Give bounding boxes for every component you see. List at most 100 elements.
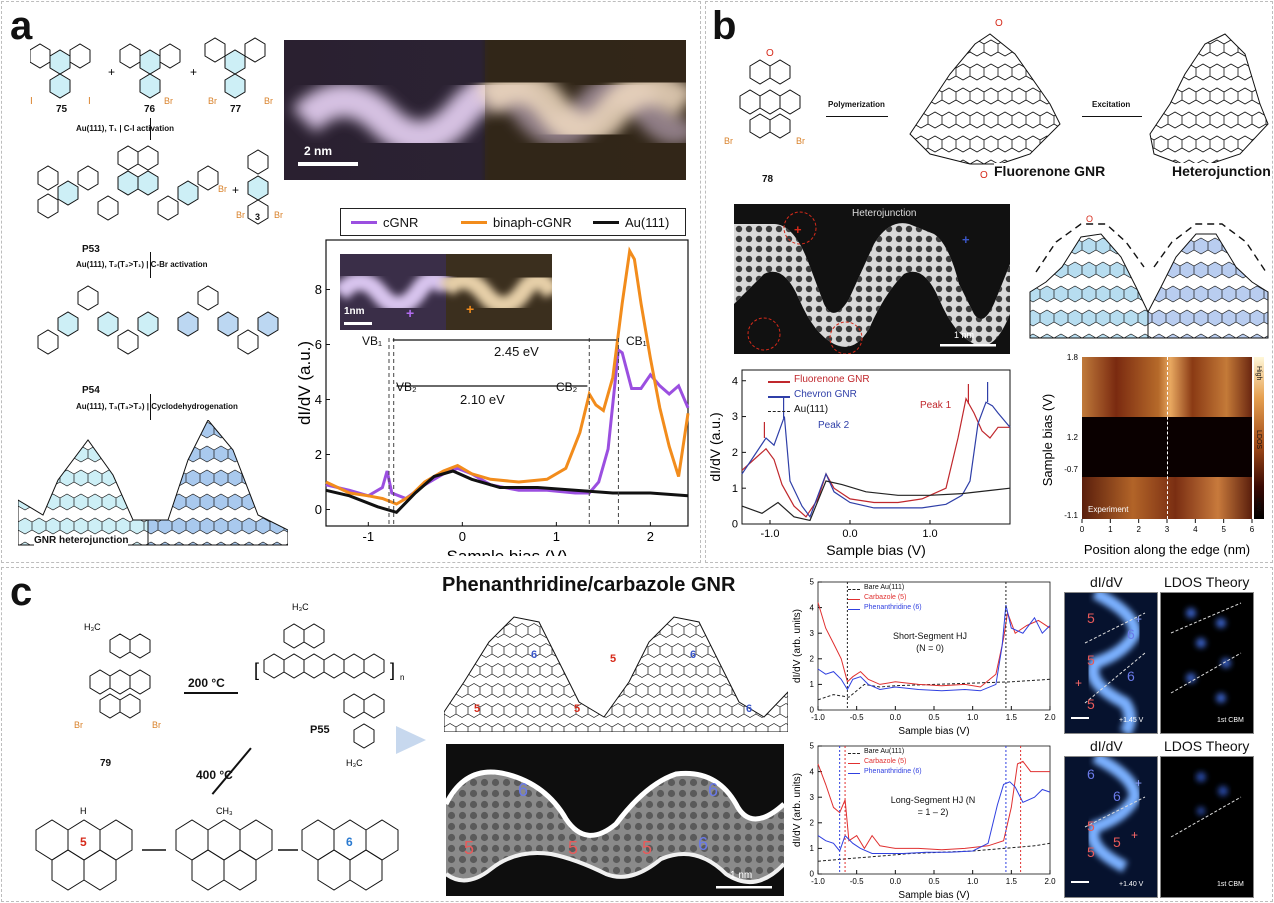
y-tick-label: 2 — [732, 447, 738, 459]
y-axis-label: dI/dV (a.u.) — [708, 412, 723, 481]
arrow-excitation-label: Excitation — [1092, 100, 1131, 109]
y-axis-label: dI/dV (arb. units) — [792, 773, 803, 847]
stm-a-scalebar-label: 2 nm — [304, 144, 333, 158]
svg-text:+: + — [794, 222, 802, 237]
svg-text:Br: Br — [274, 210, 283, 220]
img-c-didv-title-bottom: dI/dV — [1090, 738, 1123, 754]
annot-vb2: VB₂ — [396, 380, 417, 394]
x-tick-label: 0.5 — [928, 713, 940, 722]
arrow-step3 — [150, 394, 151, 420]
legend-b-fluorenone: Fluorenone GNR — [794, 374, 870, 385]
stm-image-a: 2 nm — [284, 40, 686, 180]
legend-a-au: Au(111) — [625, 215, 670, 230]
y-axis-label: dI/dV (a.u.) — [296, 341, 314, 425]
panel-b-label: b — [712, 4, 737, 48]
svg-text:6: 6 — [1087, 766, 1095, 782]
y-tick-label: 0 — [315, 502, 322, 517]
y-tick-label: 3 — [732, 411, 738, 423]
legend-b-swatch-au — [768, 411, 790, 412]
y-tick-label: 4 — [810, 767, 815, 776]
stm-image-c: 6 6 5 5 5 6 1 nm — [446, 744, 784, 896]
legend-c1-phen: Phenanthridine (6) — [864, 604, 922, 611]
x-tick-label: 1.0 — [967, 877, 979, 886]
polymer-P55-structure: [ ] n H₃C H₃C — [254, 602, 404, 768]
chart-c-bottom-legend: Bare Au(111) Carbazole (5) Phenanthridin… — [848, 748, 958, 782]
legend-c1-au: Bare Au(111) — [864, 584, 905, 591]
x-tick-label: -1.0 — [811, 713, 825, 722]
y-tick-label: 3 — [810, 793, 815, 802]
legend-c2-phen: Phenanthridine (6) — [864, 768, 922, 775]
svg-text:+: + — [962, 232, 970, 247]
x-tick-label: -1 — [363, 529, 375, 544]
stm-image-c-ribbon: 6 6 5 5 5 6 — [446, 769, 784, 889]
arrow-200c — [184, 692, 238, 694]
x-tick-label: 0 — [459, 529, 466, 544]
svg-text:Br: Br — [264, 96, 273, 106]
monomer-77-label: 77 — [230, 104, 242, 115]
legend-a-swatch-cgnr — [351, 221, 377, 224]
gnr-heterojunction-label: GNR heterojunction — [34, 535, 129, 546]
y-tick-label: 1 — [810, 844, 815, 853]
panel-a-label: a — [10, 4, 33, 48]
stm-inset-a-scalebar-label: 1nm — [344, 306, 365, 317]
y-tick-label: 2 — [810, 654, 815, 663]
plot-frame — [741, 369, 1011, 525]
legend-c1-swatch-phen — [848, 609, 860, 610]
legend-a-cgnr: cGNR — [383, 215, 419, 230]
ldos-theory-c-top: 1st CBM — [1160, 592, 1254, 734]
y-tick-label: 0 — [810, 870, 815, 879]
chart-c-bottom-title: Long-Segment HJ (N = 1 – 2) — [890, 795, 976, 817]
annot-vb1: VB₁ — [362, 334, 383, 348]
arrow-polymerization — [826, 116, 888, 117]
series-line-0 — [325, 347, 690, 501]
svg-text:H₃C: H₃C — [84, 622, 101, 632]
series-line-2 — [741, 480, 1011, 522]
x-tick-label: 0.0 — [890, 877, 902, 886]
step3-text: Au(111), T₃(T₃>T₂) | Cyclodehydrogenatio… — [76, 402, 238, 411]
annot-cb2: CB₂ — [556, 380, 578, 394]
map-y-tick-label: -0.7 — [1064, 465, 1078, 474]
svg-text:Br: Br — [74, 720, 83, 730]
ldos-theory-c-bottom-tag: 1st CBM — [1217, 881, 1244, 888]
plot-frame — [325, 239, 689, 527]
chart-c-top-title: Short-Segment HJ (N = 0) — [892, 631, 968, 653]
svg-text:+: + — [1135, 612, 1142, 626]
svg-text:O: O — [995, 18, 1003, 29]
series-line-2 — [817, 604, 1051, 692]
legend-c2-au: Bare Au(111) — [864, 748, 905, 755]
svg-text:Br: Br — [218, 184, 227, 194]
y-tick-label: 5 — [810, 578, 815, 587]
chart-c-top-legend: Bare Au(111) Carbazole (5) Phenanthridin… — [848, 584, 958, 618]
big-arrow-c — [396, 726, 426, 754]
svg-text:6: 6 — [1127, 668, 1135, 684]
monomer-75-label: 75 — [56, 104, 68, 115]
condition-400c: 400 °C — [196, 768, 233, 782]
svg-text:H₃C: H₃C — [292, 602, 309, 612]
svg-text:5: 5 — [568, 838, 578, 858]
panel-c-title: Phenanthridine/carbazole GNR — [442, 574, 736, 596]
map-y-tick-label: 1.2 — [1067, 433, 1079, 442]
x-tick-label: 1 — [553, 529, 560, 544]
x-tick-label: -0.5 — [850, 713, 864, 722]
series-line-1 — [325, 246, 690, 506]
svg-text:CH₃: CH₃ — [216, 806, 233, 816]
polymer-P55-label: P55 — [310, 724, 330, 736]
heterojunction-structure: O — [1149, 33, 1269, 181]
svg-text:5: 5 — [464, 838, 474, 858]
y-tick-label: 0 — [810, 706, 815, 715]
monomer-76-label: 76 — [144, 104, 156, 115]
svg-text:Br: Br — [152, 720, 161, 730]
svg-text:+: + — [1075, 676, 1082, 690]
step2-text: Au(111), T₂(T₂>T₁) | C-Br activation — [76, 260, 208, 269]
svg-text:6: 6 — [708, 780, 718, 800]
series-line-1 — [817, 602, 1051, 688]
svg-text:+: + — [1131, 828, 1138, 842]
ldos-map-b-divider — [1167, 357, 1168, 519]
series-line-2 — [817, 781, 1051, 854]
gnr-heterojunction-structure — [18, 420, 288, 546]
svg-text:5: 5 — [642, 838, 652, 858]
x-tick-label: 0.0 — [842, 528, 857, 540]
chart-b-peak1: Peak 1 — [920, 400, 952, 411]
svg-text:O: O — [1086, 214, 1093, 224]
